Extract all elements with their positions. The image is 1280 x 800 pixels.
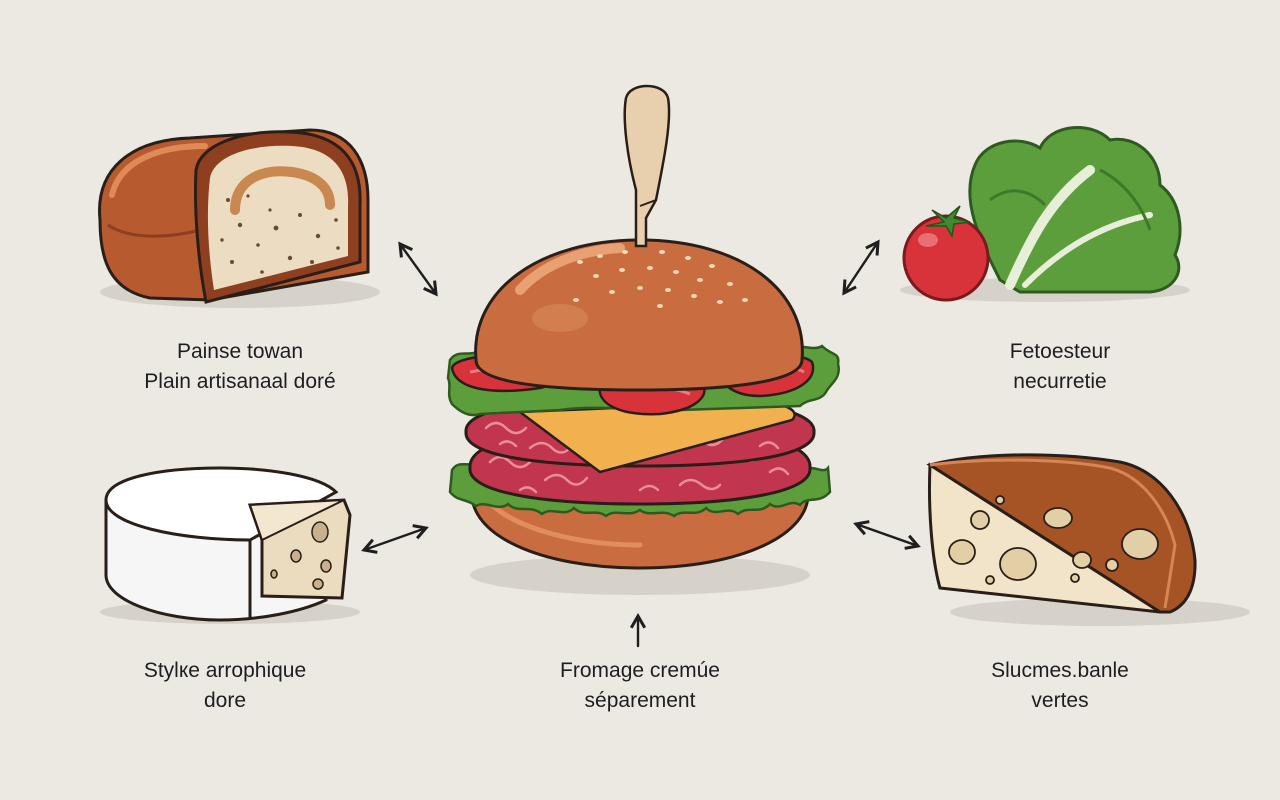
arrow-brie	[361, 524, 429, 554]
label-center: Fromage cremúe séparement	[490, 656, 790, 716]
label-bread-line1: Painse towan	[176, 340, 304, 363]
hard-cheese-wedge-icon	[926, 453, 1250, 626]
label-brie: Stylке arrophique dore	[75, 656, 375, 716]
label-hard-cheese: Slucmes.banle vertes	[910, 656, 1210, 716]
label-hard-cheese-line2: vertes	[1031, 689, 1089, 712]
label-veggies: Fetoesteur necurretie	[910, 337, 1210, 397]
burger-icon	[446, 84, 841, 595]
label-veggies-line2: necurretie	[1013, 370, 1107, 393]
tomato-lettuce-icon	[900, 126, 1190, 302]
connector-arrows	[361, 239, 921, 648]
brie-cheese-icon	[100, 466, 360, 624]
label-brie-line1: Stylке arrophique	[143, 659, 307, 682]
label-hard-cheese-line1: Slucmes.banle	[991, 659, 1129, 682]
label-bread: Painse towan Plain artisanaal doré	[90, 337, 390, 397]
label-center-line2: séparement	[584, 689, 696, 712]
arrow-hard-cheese	[853, 520, 921, 550]
label-brie-line2: dore	[203, 689, 247, 712]
label-veggies-line1: Fetoesteur	[1009, 340, 1111, 363]
label-center-line1: Fromage cremúe	[560, 659, 720, 682]
bread-loaf-icon	[98, 128, 380, 308]
label-bread-line2: Plain artisanaal doré	[144, 370, 336, 393]
arrow-bread	[398, 241, 438, 297]
arrow-veggies	[842, 239, 880, 296]
